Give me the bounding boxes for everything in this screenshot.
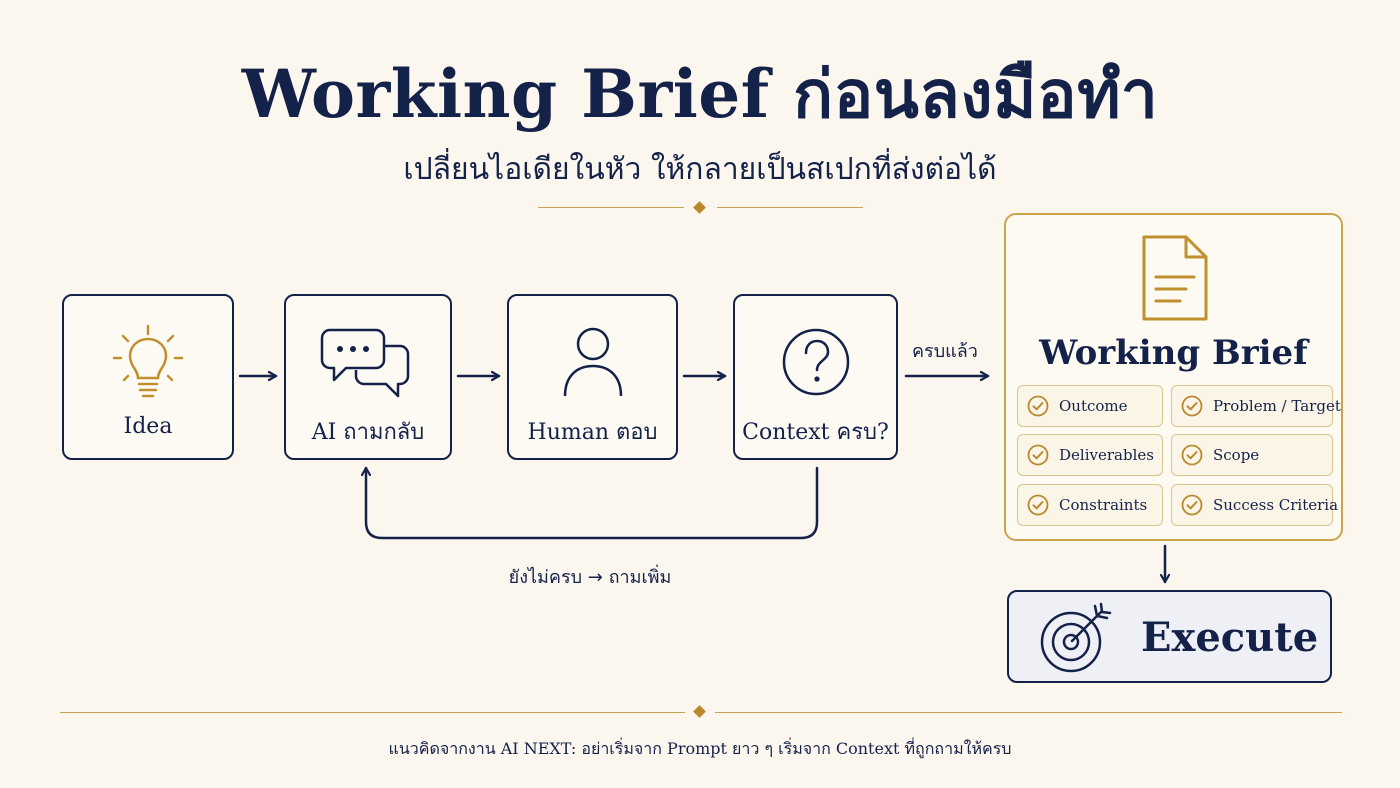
brief-item: Problem / Target <box>1171 385 1341 427</box>
target-arrow-icon <box>1040 602 1112 673</box>
complete-label: ครบแล้ว <box>912 341 978 362</box>
check-circle-icon <box>1181 444 1203 466</box>
step-ai-asks: AI ถามกลับ <box>284 294 452 460</box>
footer-divider-right <box>715 712 1342 713</box>
step-label-human-answers: Human ตอบ <box>527 420 658 445</box>
step-human-answers: Human ตอบ <box>507 294 678 460</box>
brief-title: Working Brief <box>1039 333 1308 373</box>
brief-item-label: Constraints <box>1059 496 1148 514</box>
lightbulb-icon <box>112 324 184 398</box>
brief-item-label: Success Criteria <box>1213 496 1339 514</box>
brief-item-label: Outcome <box>1059 397 1128 415</box>
page-subtitle: เปลี่ยนไอเดียในหัว ให้กลายเป็นสเปกที่ส่ง… <box>403 152 997 187</box>
execute-box: Execute <box>1007 590 1332 683</box>
header-divider-left <box>538 207 684 208</box>
header-divider-right <box>717 207 863 208</box>
check-circle-icon <box>1181 494 1203 516</box>
step-label-idea: Idea <box>123 414 173 439</box>
footer-divider-left <box>60 712 685 713</box>
execute-label: Execute <box>1141 614 1319 661</box>
step-label-ai-asks: AI ถามกลับ <box>311 420 425 445</box>
step-idea: Idea <box>62 294 234 460</box>
page-title: Working Brief ก่อนลงมือทำ <box>241 55 1159 133</box>
step-label-context-check: Context ครบ? <box>742 420 889 445</box>
brief-item-label: Scope <box>1213 446 1260 464</box>
brief-item: Deliverables <box>1017 434 1163 476</box>
check-circle-icon <box>1027 444 1049 466</box>
loop-arrow <box>366 466 819 540</box>
brief-item-label: Problem / Target <box>1213 397 1341 415</box>
brief-item: Scope <box>1171 434 1333 476</box>
working-brief-panel: Working Brief Outcome Problem / Target D… <box>1004 213 1343 541</box>
brief-item: Outcome <box>1017 385 1163 427</box>
brief-item: Success Criteria <box>1171 484 1338 526</box>
check-circle-icon <box>1181 395 1203 417</box>
brief-item-label: Deliverables <box>1059 446 1154 464</box>
footer-note: แนวคิดจากงาน AI NEXT: อย่าเริ่มจาก Promp… <box>388 739 1012 758</box>
question-icon <box>782 328 849 396</box>
chat-bubbles-icon <box>320 328 410 398</box>
brief-item: Constraints <box>1017 484 1163 526</box>
check-circle-icon <box>1027 494 1049 516</box>
person-icon <box>563 327 622 397</box>
check-circle-icon <box>1027 395 1049 417</box>
step-context-check: Context ครบ? <box>733 294 898 460</box>
document-icon <box>1142 235 1208 321</box>
loop-label: ยังไม่ครบ → ถามเพิ่ม <box>508 567 672 588</box>
